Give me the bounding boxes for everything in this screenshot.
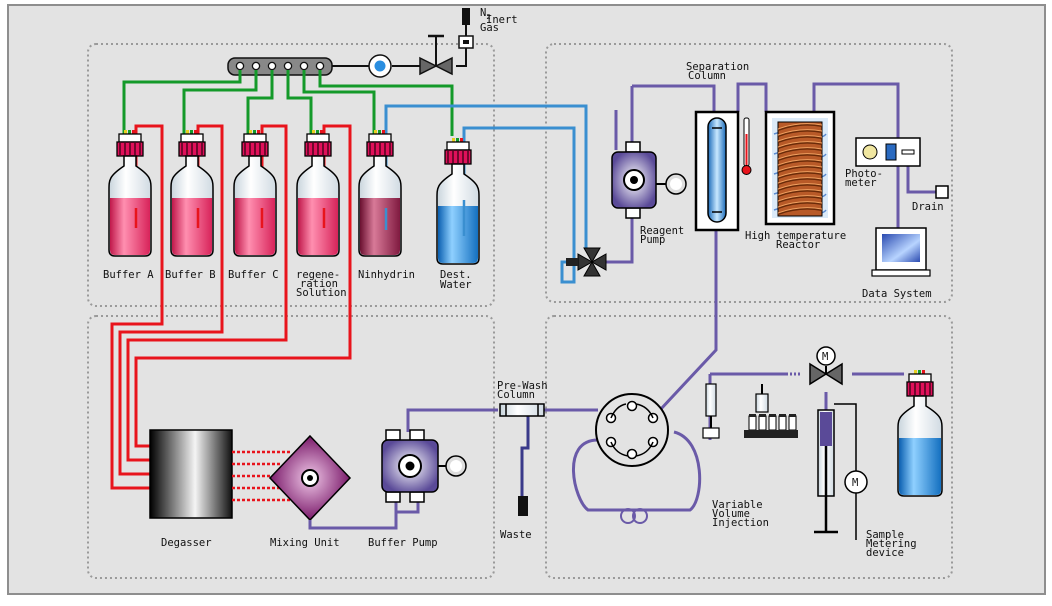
label-injection: Injection: [712, 517, 769, 529]
reservoir-bottle-6: [436, 138, 480, 265]
label-column: Column: [688, 70, 726, 82]
separation-column-icon: [707, 117, 727, 223]
bottle-liquid-icon: [360, 198, 400, 255]
injection-valve: [595, 393, 669, 524]
bottle-liquid-icon: [110, 198, 150, 255]
n2-cylinder-icon: [462, 8, 470, 25]
label-mixing-unit: Mixing Unit: [270, 537, 340, 549]
reservoir-bottle-5: [358, 130, 402, 257]
label-reagent: Reagent: [640, 225, 684, 237]
label-dest: Dest.: [440, 269, 472, 281]
label-prewash: Pre-Wash: [497, 380, 548, 392]
panel-detection: [545, 43, 953, 303]
waste-container-icon: [518, 496, 528, 516]
bottle-liquid-icon: [438, 206, 478, 263]
label-regeneration-2: ration: [300, 278, 338, 290]
sample-vials: [748, 414, 797, 431]
label-water: Water: [440, 279, 472, 291]
panel-reservoirs: [87, 43, 495, 307]
reservoir-bottle-2: [170, 130, 214, 257]
sample-bottle: [897, 370, 943, 497]
label-meter: meter: [845, 177, 877, 189]
degasser: [149, 429, 233, 519]
reservoir-bottle-3: [233, 130, 277, 257]
valve-motor-icon: [816, 346, 836, 366]
sample-metering-device: M M: [809, 346, 868, 540]
bottle-liquid-icon: [172, 198, 212, 255]
gas-manifold-icon: [227, 57, 333, 76]
label-waste: Waste: [500, 529, 532, 541]
label-variable: Variable: [712, 499, 763, 511]
buffer-pump: [381, 429, 467, 503]
keyboard-icon: [871, 269, 931, 277]
sample-vial-icon: [758, 415, 767, 431]
label-photo: Photo-: [845, 168, 883, 180]
label-buffer-b: Buffer B: [165, 269, 216, 281]
label-regeneration-3: Solution: [296, 287, 347, 299]
reservoir-bottle-4: [296, 130, 340, 257]
bottle-liquid-icon: [298, 198, 338, 255]
label-volume: Volume: [712, 508, 750, 520]
label-metering: Metering: [866, 538, 917, 550]
bottle-liquid-icon: [899, 438, 941, 495]
needle-valve-icon: [419, 34, 453, 76]
sample-vial-icon: [748, 415, 757, 431]
gas-supply: N2 Inert Gas: [227, 7, 518, 78]
label-buffer-pump: Buffer Pump: [368, 537, 438, 549]
gas-inert-label: Inert: [486, 14, 518, 26]
label-sample: Sample: [866, 529, 904, 541]
diagram-labels: Buffer A Buffer B Buffer C regene- ratio…: [103, 61, 944, 559]
label-buffer-c: Buffer C: [228, 269, 279, 281]
reservoir-bottles: [108, 130, 480, 265]
syringe-motor-label: M: [852, 477, 858, 489]
label-buffer-a: Buffer A: [103, 269, 154, 281]
syringe-motor-icon: [844, 470, 868, 494]
three-way-valve-icon: [566, 247, 607, 277]
label-high-temperature: High temperature: [745, 230, 846, 242]
drain-icon: [935, 185, 949, 199]
bottle-inner-tubes: [134, 200, 466, 236]
label-regeneration-1: regene-: [296, 269, 340, 281]
sample-vial-icon: [778, 415, 787, 431]
sample-vial-icon: [768, 415, 777, 431]
valve-motor-label: M: [822, 351, 828, 363]
degassed-lines: [232, 450, 290, 502]
label-separation: Separation: [686, 61, 749, 73]
label-ninhydrin: Ninhydrin: [358, 269, 415, 281]
panel-injection: [545, 315, 953, 579]
section-panels: [87, 43, 953, 579]
prewash-column-icon: [499, 403, 545, 417]
sample-loop-icon: [620, 508, 648, 524]
buffer-lines: [110, 124, 352, 490]
reservoir-bottle-1: [108, 130, 152, 257]
label-drain: Drain: [912, 201, 944, 213]
sample-rack: [702, 383, 798, 439]
sample-vial-icon: [788, 415, 797, 431]
separation-column: [694, 110, 752, 232]
label-prewash-column: Column: [497, 389, 535, 401]
bottle-liquid-icon: [235, 198, 275, 255]
reactor-coil-icon: [777, 121, 823, 217]
label-degasser: Degasser: [161, 537, 212, 549]
reactor: [764, 110, 836, 226]
reagent-pump: [611, 141, 687, 219]
degasser-unit-icon: [149, 429, 233, 519]
panel-pumping: [87, 315, 495, 579]
gas-lines: [122, 70, 454, 136]
photometer: [855, 137, 921, 167]
label-data-system: Data System: [862, 288, 932, 300]
label-pump: Pump: [640, 234, 665, 246]
label-device: device: [866, 547, 904, 559]
gas-n2-label: N2: [480, 7, 491, 21]
label-reactor: Reactor: [776, 239, 820, 251]
data-system: [871, 227, 931, 277]
gas-gas-label: Gas: [480, 22, 499, 34]
